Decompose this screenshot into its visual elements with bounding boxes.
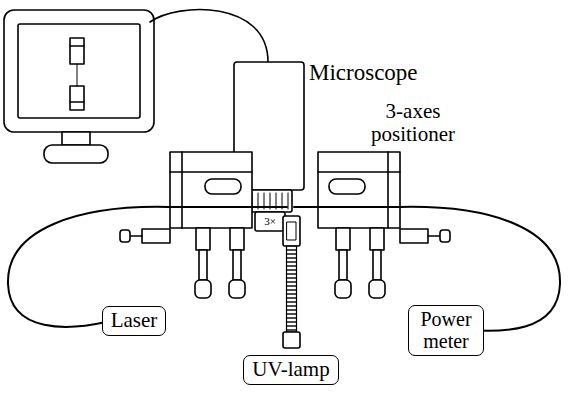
uv-lamp-gooseneck (283, 216, 300, 348)
fiber-end (168, 206, 287, 208)
box-text: UV-lamp (252, 358, 329, 381)
source-box: Laser (102, 306, 167, 336)
right-positioner (318, 152, 450, 298)
box-text: Power meter (417, 308, 475, 352)
left-positioner (120, 152, 252, 298)
lamp-box: UV-lamp (243, 355, 338, 385)
magnification-label: 3× (264, 215, 276, 227)
monitor (4, 10, 154, 163)
part-label: 3-axes positioner (343, 100, 483, 146)
detector-box: Power meter (408, 305, 484, 356)
box-text: Laser (111, 309, 158, 332)
instrument-label: Microscope (309, 60, 418, 85)
camera-cable (150, 10, 268, 62)
fiber-end (294, 206, 400, 208)
